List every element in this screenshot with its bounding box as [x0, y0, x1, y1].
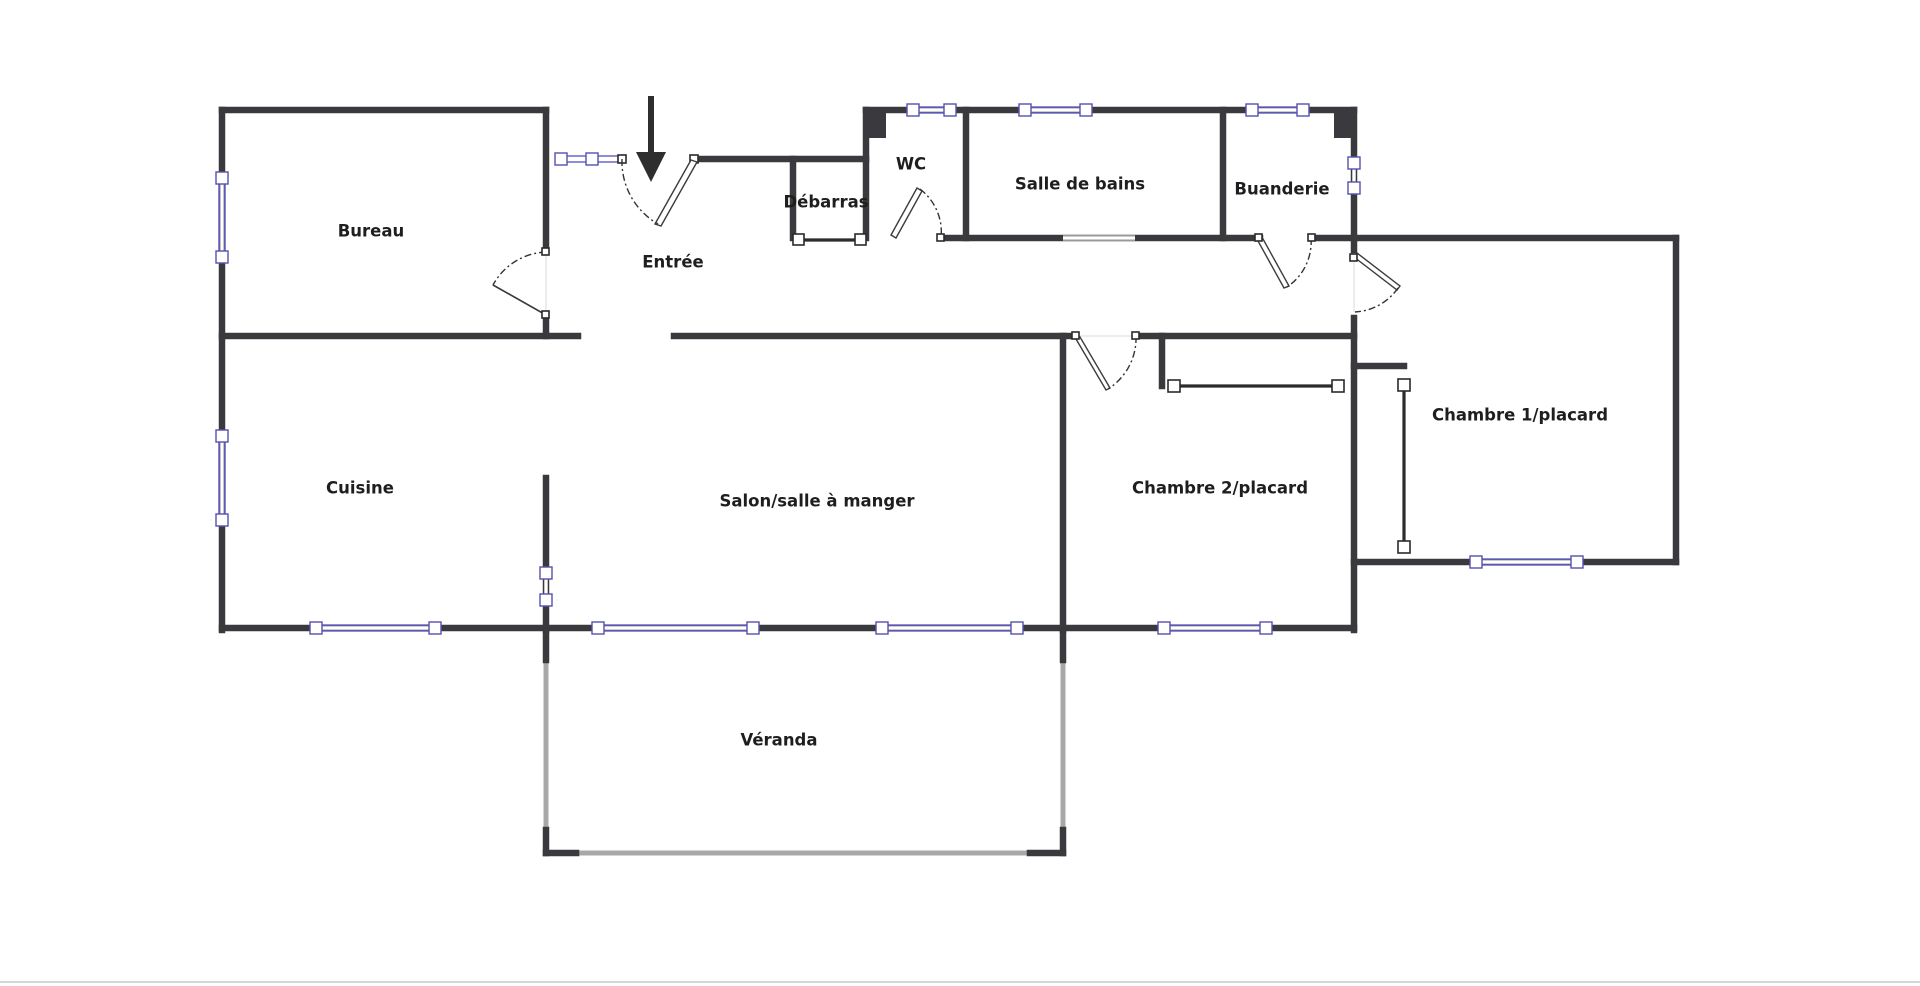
window-entree: [554, 152, 620, 166]
window-salon-2: [875, 621, 1024, 635]
room-labels: Bureau Entrée Débarras WC Salle de bains…: [326, 155, 1608, 750]
door-wc: [890, 187, 945, 242]
room-label-entree: Entrée: [642, 253, 703, 272]
window-buanderie-side: [1347, 156, 1361, 195]
window-wc: [906, 103, 957, 117]
window-salle-de-bains: [1018, 103, 1093, 117]
room-label-wc: WC: [896, 155, 926, 174]
window-cuisine-bottom: [309, 621, 442, 635]
door-chambre1: [1349, 252, 1401, 313]
room-label-buanderie: Buanderie: [1234, 180, 1329, 199]
room-label-veranda: Véranda: [740, 731, 817, 750]
room-label-chambre1: Chambre 1/placard: [1432, 406, 1608, 425]
wall-nodes: [617, 154, 1411, 554]
door-chambre2: [1071, 331, 1140, 391]
partitions: [795, 238, 1406, 549]
room-label-salon: Salon/salle à manger: [719, 492, 915, 511]
window-salon-1: [591, 621, 760, 635]
door-entree: [621, 158, 699, 227]
door-bureau: [492, 247, 550, 319]
window-buanderie-top: [1245, 103, 1310, 117]
window-chambre2: [1157, 621, 1273, 635]
entrance-arrow-icon: [636, 96, 666, 182]
door-buanderie: [1254, 233, 1316, 289]
window-cuisine-left: [215, 429, 229, 527]
veranda-glazing: [543, 632, 1066, 856]
room-label-bureau: Bureau: [338, 222, 405, 241]
window-cuisine-veranda: [539, 566, 553, 607]
room-label-salle-de-bains: Salle de bains: [1015, 175, 1145, 194]
window-bureau: [215, 171, 229, 264]
doors: [492, 158, 1401, 391]
window-chambre1: [1469, 555, 1584, 569]
windows: [215, 103, 1584, 635]
room-label-chambre2: Chambre 2/placard: [1132, 479, 1308, 498]
room-label-debarras: Débarras: [783, 193, 868, 212]
walls: [218, 106, 1680, 857]
room-label-cuisine: Cuisine: [326, 479, 394, 498]
